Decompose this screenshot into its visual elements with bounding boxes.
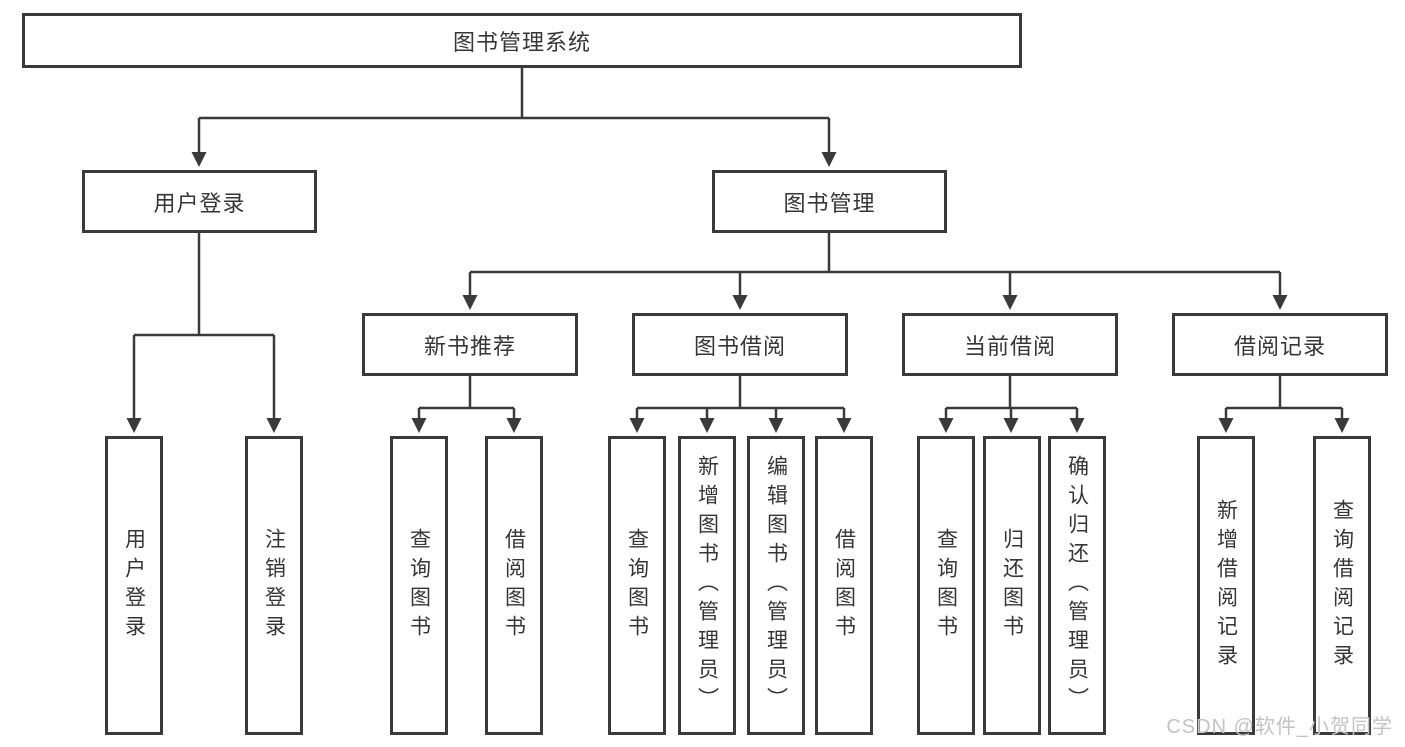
leaf-add-borrow-record: 新增借阅记录 — [1197, 436, 1255, 735]
node-book-borrowing: 图书借阅 — [632, 313, 848, 376]
node-label: 当前借阅 — [963, 333, 1056, 359]
leaf-return-books: 归还图书 — [983, 436, 1041, 735]
leaf-borrow-books: 借阅图书 — [815, 436, 873, 735]
leaf-query-books: 查询图书 — [608, 436, 666, 735]
node-label: 借阅图书 — [832, 527, 856, 644]
node-borrowing-records: 借阅记录 — [1172, 313, 1388, 376]
node-current-borrowing: 当前借阅 — [902, 313, 1118, 376]
node-label: 编辑图书（管理员） — [764, 455, 788, 716]
node-label: 新增图书（管理员） — [695, 455, 719, 716]
leaf-confirm-return-admin: 确认归还（管理员） — [1048, 436, 1106, 735]
node-label: 借阅记录 — [1233, 333, 1326, 359]
node-label: 查询图书 — [407, 527, 431, 644]
tree-trunk-lines — [134, 68, 1342, 410]
node-new-book-recommendation: 新书推荐 — [362, 313, 578, 376]
node-label: 确认归还（管理员） — [1065, 455, 1089, 716]
leaf-borrow-books: 借阅图书 — [485, 436, 543, 735]
node-label: 新增借阅记录 — [1214, 498, 1238, 673]
node-label: 注销登录 — [262, 527, 286, 644]
leaf-query-books: 查询图书 — [917, 436, 975, 735]
node-label: 新书推荐 — [423, 333, 516, 359]
node-label: 图书管理 — [783, 190, 876, 216]
leaf-user-login: 用户登录 — [105, 436, 163, 735]
node-root-library-management-system: 图书管理系统 — [22, 13, 1022, 68]
node-label: 用户登录 — [122, 527, 146, 644]
leaf-logout: 注销登录 — [245, 436, 303, 735]
leaf-query-borrow-record: 查询借阅记录 — [1313, 436, 1371, 735]
node-user-login-branch: 用户登录 — [82, 170, 317, 233]
node-label: 归还图书 — [1000, 527, 1024, 644]
node-book-management-branch: 图书管理 — [712, 170, 947, 233]
node-label: 用户登录 — [153, 190, 246, 216]
leaf-query-books: 查询图书 — [390, 436, 448, 735]
csdn-watermark: CSDN @软件_小贺同学 — [1166, 716, 1393, 738]
node-label: 查询图书 — [625, 527, 649, 644]
node-label: 借阅图书 — [502, 527, 526, 644]
leaf-edit-books-admin: 编辑图书（管理员） — [747, 436, 805, 735]
node-label: 查询图书 — [934, 527, 958, 644]
leaf-add-books-admin: 新增图书（管理员） — [678, 436, 736, 735]
node-label: 图书借阅 — [693, 333, 786, 359]
node-label: 查询借阅记录 — [1330, 498, 1354, 673]
node-label: 图书管理系统 — [452, 29, 591, 55]
